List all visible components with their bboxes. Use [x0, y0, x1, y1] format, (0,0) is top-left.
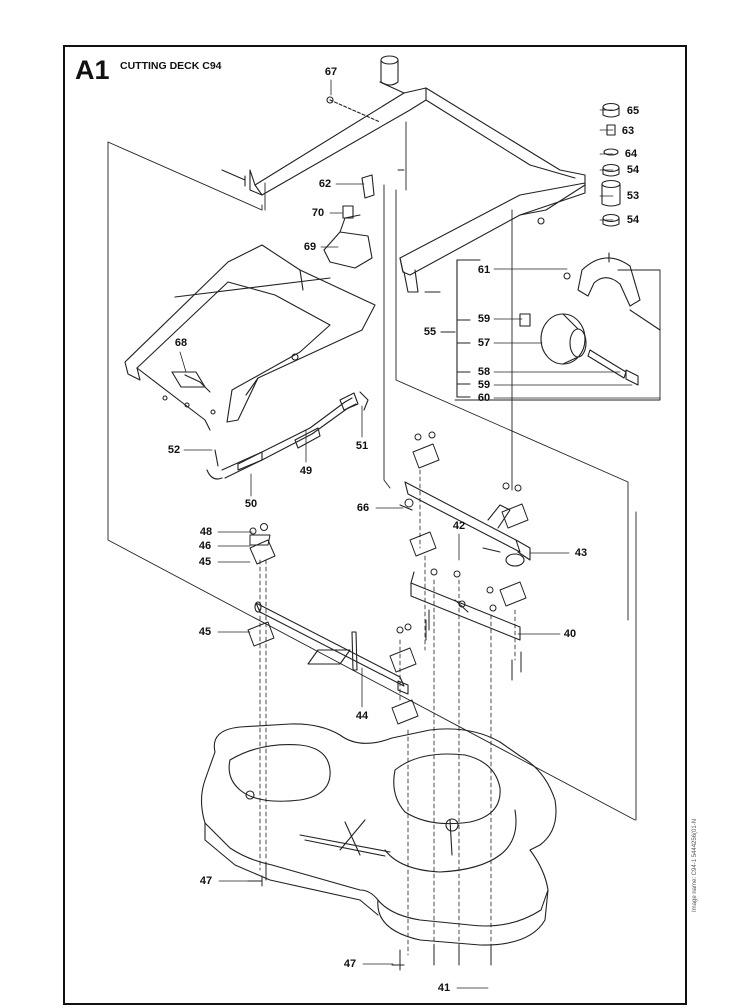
callout-54: 54	[626, 164, 640, 176]
callout-45: 45	[198, 626, 212, 638]
callout-50: 50	[244, 498, 258, 510]
lift-frame	[221, 55, 586, 293]
assembly-lines	[259, 469, 516, 956]
callout-47: 47	[199, 875, 213, 887]
caster-assembly	[440, 102, 661, 398]
callout-55: 55	[423, 326, 437, 338]
callout-44: 44	[355, 710, 369, 722]
callout-46: 46	[198, 540, 212, 552]
callout-62: 62	[318, 178, 332, 190]
callout-43: 43	[574, 547, 588, 559]
callout-68: 68	[174, 337, 188, 349]
callout-59: 59	[477, 379, 491, 391]
mower-deck	[200, 723, 557, 946]
callout-57: 57	[477, 337, 491, 349]
callout-47: 47	[343, 958, 357, 970]
callout-54: 54	[626, 214, 640, 226]
hardware	[247, 431, 522, 971]
rear-axle	[254, 601, 409, 695]
callout-45: 45	[198, 556, 212, 568]
callout-65: 65	[626, 105, 640, 117]
callout-58: 58	[477, 366, 491, 378]
diagram-frame	[63, 45, 687, 1005]
height-rod	[206, 391, 369, 480]
diagram-title: CUTTING DECK C94	[120, 60, 222, 72]
callout-51: 51	[355, 440, 369, 452]
section-code: A1	[75, 55, 110, 85]
front-bar	[410, 571, 521, 641]
callout-67: 67	[324, 66, 338, 78]
callout-64: 64	[624, 148, 638, 160]
center-bracket	[323, 174, 375, 269]
callout-60: 60	[477, 392, 491, 404]
clamp-brackets	[247, 443, 529, 725]
callout-59: 59	[477, 313, 491, 325]
callout-70: 70	[311, 207, 325, 219]
callout-69: 69	[303, 241, 317, 253]
callout-48: 48	[199, 526, 213, 538]
callout-66: 66	[356, 502, 370, 514]
callout-40: 40	[563, 628, 577, 640]
callout-49: 49	[299, 465, 313, 477]
callout-41: 41	[437, 982, 451, 994]
callout-52: 52	[167, 444, 181, 456]
leader-lines	[179, 79, 661, 989]
callout-61: 61	[477, 264, 491, 276]
front-axle	[399, 481, 531, 567]
callout-63: 63	[621, 125, 635, 137]
reference-outlines	[107, 121, 661, 821]
callout-42: 42	[452, 520, 466, 532]
deck-frame	[124, 244, 376, 431]
callout-53: 53	[626, 190, 640, 202]
